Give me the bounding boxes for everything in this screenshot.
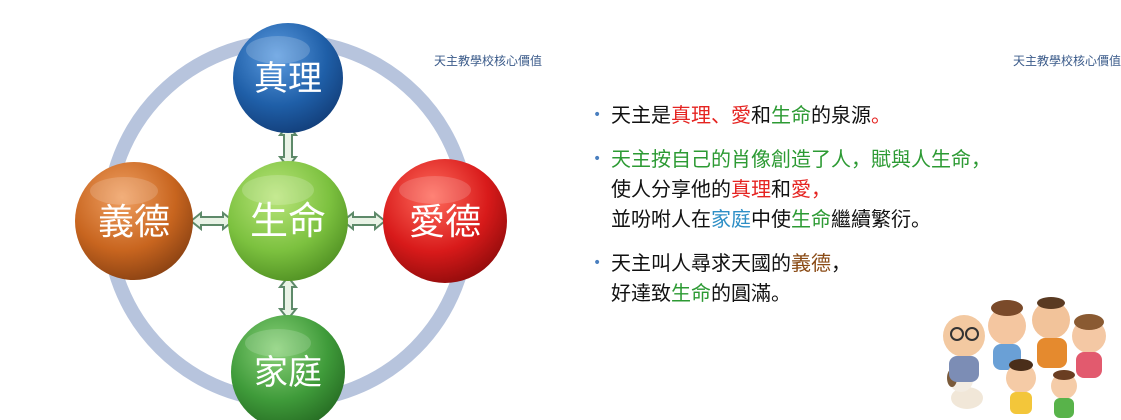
text-run: 繼續繁衍。 <box>831 207 931 231</box>
bullet-dot-icon: • <box>593 107 602 123</box>
bullet-line: 天主叫人尋求天國的義德， <box>611 248 1121 278</box>
core-values-diagram: 真理 生命 義德 愛德 家庭 <box>75 23 507 420</box>
arrow-left <box>189 210 235 232</box>
text-run-truth: 真理 <box>671 103 711 127</box>
text-run: 天主是 <box>611 103 671 127</box>
text-run-truth: 真理 <box>731 177 771 201</box>
node-justice: 義德 <box>75 162 193 280</box>
text-run: 和 <box>751 103 771 127</box>
arrow-right <box>341 210 387 232</box>
node-life: 生命 <box>228 161 348 281</box>
bullet-dot-icon: • <box>593 151 602 167</box>
node-justice-label: 義德 <box>98 202 170 243</box>
node-family: 家庭 <box>231 315 345 420</box>
bullet-line: 天主按自己的肖像創造了人，賦與人生命， <box>611 147 991 171</box>
bullet-item: • 天主是真理、愛和生命的泉源。 <box>593 100 1121 130</box>
text-run-family: 家庭 <box>711 207 751 231</box>
core-values-diagram-slide: 天主教學校核心價值 <box>75 23 543 420</box>
node-charity: 愛德 <box>383 159 507 283</box>
arrow-bottom <box>277 275 299 321</box>
text-run-life: 生命 <box>671 281 711 305</box>
text-run: 、 <box>711 103 731 127</box>
bullet-item: • 天主叫人尋求天國的義德， 好達致生命的圓滿。 <box>593 248 1121 308</box>
text-run-life: 生命 <box>771 103 811 127</box>
bullet-item: • 天主按自己的肖像創造了人，賦與人生命， 使人分享他的真理和愛， 並吩咐人在家… <box>593 144 1121 234</box>
node-truth: 真理 <box>233 23 343 133</box>
text-run: 使人分享他的 <box>611 177 731 201</box>
text-run-life: 生命 <box>791 207 831 231</box>
slide-header: 天主教學校核心價值 <box>1012 54 1121 68</box>
node-life-label: 生命 <box>250 199 326 243</box>
text-run: 和 <box>771 177 791 201</box>
text-run: 的泉源 <box>811 103 871 127</box>
text-run: 並吩咐人在 <box>611 207 711 231</box>
bullet-list: • 天主是真理、愛和生命的泉源。 • 天主按自己的肖像創造了人，賦與人生命， 使… <box>593 100 1121 322</box>
bullet-line: 好達致生命的圓滿。 <box>611 278 1121 308</box>
bullet-line: 使人分享他的真理和愛， <box>611 174 1121 204</box>
text-run-love: 愛， <box>791 177 831 201</box>
slide-header: 天主教學校核心價值 <box>434 54 543 68</box>
text-run: 。 <box>871 103 891 127</box>
text-run: ， <box>831 251 851 275</box>
text-run-justice: 義德 <box>791 251 831 275</box>
text-run-love: 愛 <box>731 103 751 127</box>
text-run: 的圓滿。 <box>711 281 791 305</box>
cartoon-family-icon <box>929 286 1115 420</box>
node-family-label: 家庭 <box>254 353 322 393</box>
core-values-text-slide: 天主教學校核心價值 • 天主是真理、愛和生命的泉源。 • 天主按自己的肖像創造了… <box>575 0 1121 420</box>
bullet-line: 並吩咐人在家庭中使生命繼續繁衍。 <box>611 204 1121 234</box>
bullet-line: 天主是真理、愛和生命的泉源。 <box>611 100 1121 130</box>
text-run: 天主叫人尋求天國的 <box>611 251 791 275</box>
bullet-dot-icon: • <box>593 255 602 271</box>
node-charity-label: 愛德 <box>409 202 481 243</box>
text-run: 好達致 <box>611 281 671 305</box>
node-truth-label: 真理 <box>254 59 322 99</box>
text-run: 中使 <box>751 207 791 231</box>
